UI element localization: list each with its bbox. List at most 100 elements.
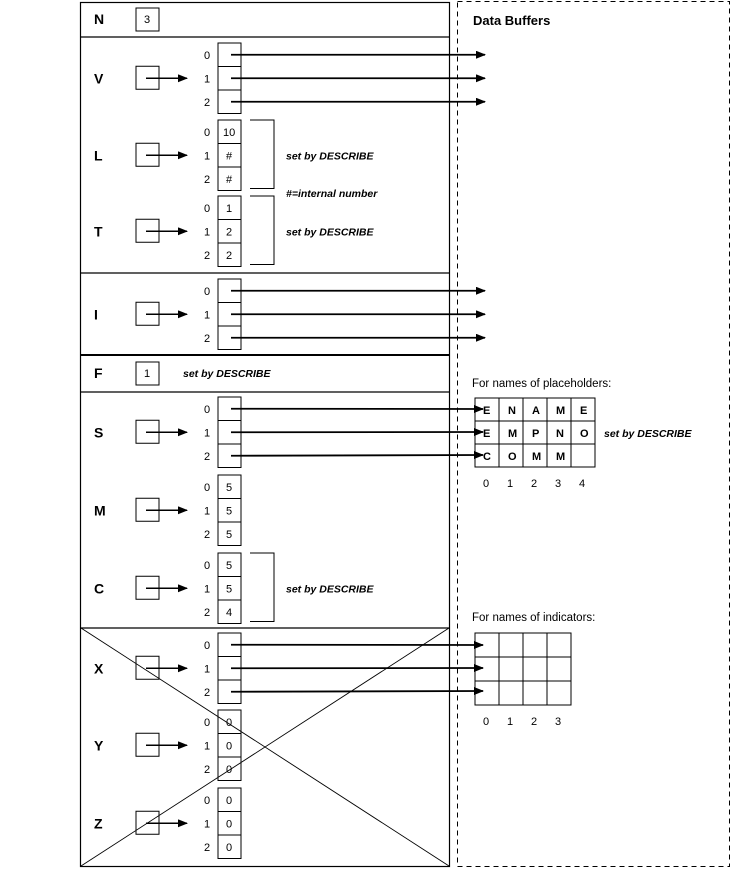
array-index: 1 [204,664,210,676]
array-index: 2 [204,607,210,619]
array-cell-value: 5 [226,506,232,518]
buffer-cell-char: E [483,428,490,440]
placeholder-note: set by DESCRIBE [604,428,693,440]
data-buffers-region [457,1,730,867]
array-index: 2 [204,174,210,186]
array-cell-value: # [226,151,233,163]
buffer-cell-char: M [508,428,517,440]
buffer-cell [498,632,524,658]
array-cell [217,242,242,267]
describe-note: set by DESCRIBE [286,226,375,238]
buffer-cell [546,656,572,682]
buffer-column-index: 0 [483,716,489,728]
array-index: 0 [204,404,210,416]
array-index: 0 [204,795,210,807]
field-label-z: Z [94,815,103,831]
describe-bracket [250,195,275,265]
n-value-box [135,7,160,32]
buffer-column-index: 1 [507,478,513,490]
buffer-cell [522,632,548,658]
buffer-column-index: 3 [555,478,561,490]
buffer-cell [498,680,524,706]
array-cell-value: # [226,174,233,186]
array-index: 1 [204,151,210,163]
array-cell-value: 0 [226,717,232,729]
buffer-cell [498,656,524,682]
array-index: 0 [204,482,210,494]
buffer-cell-char: M [556,405,565,417]
array-cell-value: 5 [226,529,232,541]
array-cell-value: 0 [226,795,232,807]
buffer-cell-char: C [483,451,491,463]
buffer-cell [474,680,500,706]
buffer-cell [570,443,596,468]
array-index: 0 [204,560,210,572]
array-index: 0 [204,640,210,652]
array-index: 0 [204,203,210,215]
array-cell-value: 4 [226,607,232,619]
f-value: 1 [144,368,150,380]
buffer-column-index: 4 [579,478,585,490]
array-cell-value: 5 [226,584,232,596]
buffer-column-index: 1 [507,716,513,728]
array-index: 0 [204,286,210,298]
field-label-c: C [94,580,104,596]
indicators-caption: For names of indicators: [472,612,595,624]
buffer-cell-char: M [556,451,565,463]
field-label-m: M [94,502,106,518]
array-cell [217,521,242,546]
buffer-pointer-arrow [230,687,484,696]
f-note: set by DESCRIBE [183,368,272,380]
array-index: 1 [204,819,210,831]
buffer-cell-char: M [532,451,541,463]
array-index: 1 [204,506,210,518]
array-cell-value: 0 [226,764,232,776]
buffer-cell-char: E [580,405,587,417]
array-index: 0 [204,50,210,62]
array-cell-value: 0 [226,819,232,831]
describe-bracket [250,552,275,622]
array-cell [217,756,242,781]
array-index: 2 [204,451,210,463]
array-index: 2 [204,333,210,345]
array-index: 2 [204,529,210,541]
buffer-cell-char: O [508,451,517,463]
buffer-cell [546,680,572,706]
field-label-n: N [94,11,104,27]
buffer-cell-char: A [532,405,540,417]
field-label-l: L [94,147,103,163]
data-buffers-title: Data Buffers [473,13,550,28]
buffer-column-index: 0 [483,478,489,490]
placeholders-caption: For names of placeholders: [472,378,611,390]
array-cell [217,599,242,624]
describe-bracket [250,119,275,189]
array-index: 2 [204,250,210,262]
field-label-t: T [94,223,103,239]
array-index: 2 [204,842,210,854]
array-index: 1 [204,741,210,753]
buffer-column-index: 2 [531,716,537,728]
array-index: 0 [204,127,210,139]
array-index: 1 [204,584,210,596]
field-label-s: S [94,424,103,440]
buffer-cell [522,680,548,706]
array-cell-value: 2 [226,227,232,239]
array-index: 1 [204,227,210,239]
array-index: 1 [204,74,210,86]
descriptor-box [79,1,451,868]
buffer-cell [546,632,572,658]
f-value-box [135,361,160,386]
array-cell-value: 5 [226,482,232,494]
array-m: M 0 5 1 5 2 5 [94,474,242,546]
